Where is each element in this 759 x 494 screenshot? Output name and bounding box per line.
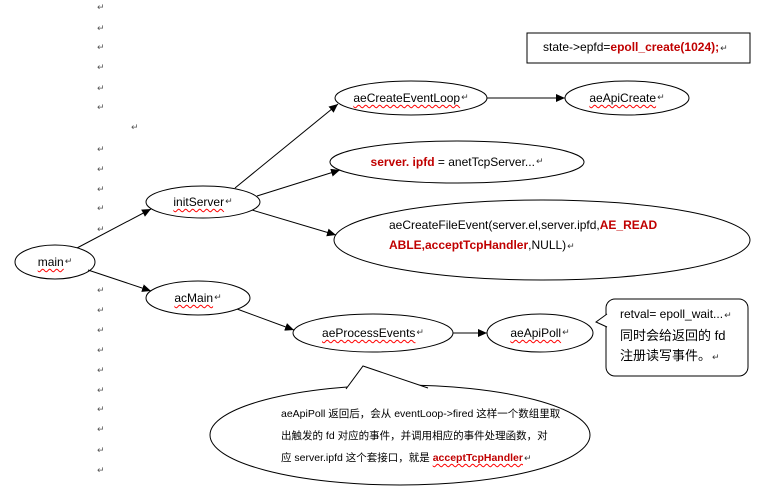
note-epoll-wait-line1: retval= epoll_wait...↵ bbox=[620, 307, 732, 323]
paragraph-mark: ↵ bbox=[97, 84, 105, 94]
paragraph-mark: ↵ bbox=[562, 328, 570, 338]
paragraph-mark: ↵ bbox=[523, 454, 532, 464]
node-ae-create-file-event-line2-highlight: ABLE,acceptTcpHandler bbox=[389, 238, 529, 252]
node-init-server-shape bbox=[145, 185, 261, 219]
paragraph-mark: ↵ bbox=[567, 242, 575, 252]
paragraph-mark: ↵ bbox=[97, 425, 105, 435]
arrow-init-server-to-ae-create-file-event bbox=[251, 209, 337, 237]
paragraph-mark: ↵ bbox=[97, 3, 105, 13]
node-init-server-text: initServer bbox=[173, 195, 225, 209]
paragraph-mark: ↵ bbox=[97, 24, 105, 34]
paragraph-mark: ↵ bbox=[97, 326, 105, 336]
node-ae-process-events-label: aeProcessEvents↵ bbox=[293, 314, 453, 352]
paragraph-mark: ↵ bbox=[97, 204, 105, 214]
note-ae-api-poll-explain-line2-text: 出触发的 fd 对应的事件，并调用相应的事件处理函数，对 bbox=[281, 430, 548, 442]
note-epoll-wait-line3-text: 注册读写事件。 bbox=[620, 348, 712, 363]
note-epoll-wait-line2-text: 同时会给返回的 fd bbox=[620, 328, 726, 343]
paragraph-mark: ↵ bbox=[97, 346, 105, 356]
node-init-server-label: initServer↵ bbox=[146, 186, 260, 218]
paragraph-mark: ↵ bbox=[416, 328, 424, 338]
node-ac-main-label: acMain↵ bbox=[146, 281, 250, 315]
note-ae-api-poll-explain-line3-text: 应 server.ipfd 这个套接口，就是 bbox=[281, 452, 433, 464]
note-epoll-wait-line2: 同时会给返回的 fd bbox=[620, 328, 725, 343]
paragraph-mark: ↵ bbox=[712, 353, 720, 363]
arrow-main-to-init-server bbox=[76, 208, 152, 249]
note-epoll-create-text: state->epfd=epoll_create(1024);↵ bbox=[543, 40, 728, 56]
node-ae-create-file-event-line2-text: ,NULL) bbox=[528, 238, 567, 252]
paragraph-mark: ↵ bbox=[535, 157, 544, 167]
paragraph-mark: ↵ bbox=[97, 165, 105, 175]
note-epoll-wait-callout-tail bbox=[595, 313, 608, 328]
paragraph-mark: ↵ bbox=[97, 446, 105, 456]
node-ac-main-shape bbox=[145, 280, 251, 316]
node-main-shape bbox=[14, 244, 96, 280]
paragraph-mark: ↵ bbox=[97, 405, 105, 415]
note-ae-api-poll-explain-line1: aeApiPoll 返回后，会从 eventLoop->fired 这样一个数组… bbox=[281, 408, 560, 421]
paragraph-mark: ↵ bbox=[131, 123, 139, 133]
node-ae-create-file-event-shape bbox=[333, 199, 751, 281]
paragraph-mark: ↵ bbox=[97, 386, 105, 396]
node-main-text: main bbox=[37, 255, 64, 269]
node-ae-api-create-label: aeApiCreate↵ bbox=[565, 81, 689, 115]
paragraph-mark: ↵ bbox=[97, 103, 105, 113]
paragraph-mark: ↵ bbox=[97, 145, 105, 155]
note-ae-api-poll-explain-line2: 出触发的 fd 对应的事件，并调用相应的事件处理函数，对 bbox=[281, 430, 548, 443]
note-ae-api-poll-explain-line3-highlight: acceptTcpHandler bbox=[432, 452, 523, 464]
node-ae-create-event-loop-label: aeCreateEventLoop↵ bbox=[335, 81, 487, 115]
note-epoll-create-plain: state->epfd= bbox=[543, 40, 611, 54]
paragraph-mark: ↵ bbox=[97, 185, 105, 195]
paragraph-mark: ↵ bbox=[225, 197, 233, 207]
paragraph-mark: ↵ bbox=[724, 311, 732, 321]
node-server-ipfd-rest: = anetTcpServer... bbox=[434, 155, 535, 169]
node-ae-create-file-event-line2: ABLE,acceptTcpHandler,NULL)↵ bbox=[389, 238, 575, 254]
note-epoll-create-box bbox=[526, 32, 751, 64]
note-ae-api-poll-explain-line1-text: aeApiPoll 返回后，会从 eventLoop->fired 这样一个数组… bbox=[281, 408, 561, 420]
paragraph-mark: ↵ bbox=[64, 257, 73, 267]
paragraph-mark: ↵ bbox=[720, 44, 728, 54]
node-ae-create-file-event-line1-highlight: AE_READ bbox=[599, 218, 658, 232]
paragraph-mark: ↵ bbox=[657, 93, 665, 103]
note-ae-api-poll-explain-line3: 应 server.ipfd 这个套接口，就是 acceptTcpHandler↵ bbox=[281, 452, 532, 466]
note-epoll-wait-callout bbox=[605, 298, 749, 377]
node-server-ipfd-label: server. ipfd = anetTcpServer...↵ bbox=[330, 141, 584, 183]
paragraph-mark: ↵ bbox=[461, 93, 469, 103]
paragraph-mark: ↵ bbox=[97, 306, 105, 316]
note-ae-api-poll-explain-tail bbox=[345, 365, 429, 390]
arrow-ac-main-to-ae-process-events bbox=[236, 308, 295, 331]
note-epoll-wait-line1-text: retval= epoll_wait... bbox=[620, 307, 724, 321]
node-server-ipfd-shape bbox=[329, 140, 585, 184]
paragraph-mark: ↵ bbox=[97, 63, 105, 73]
note-epoll-create-highlight: epoll_create(1024); bbox=[610, 40, 720, 54]
paragraph-mark: ↵ bbox=[97, 43, 105, 53]
note-epoll-wait-line3: 注册读写事件。↵ bbox=[620, 348, 720, 366]
node-server-ipfd-highlight: server. ipfd bbox=[370, 155, 435, 169]
node-ae-create-file-event-line1-text: aeCreateFileEvent(server.el,server.ipfd, bbox=[389, 218, 600, 232]
paragraph-mark: ↵ bbox=[214, 293, 222, 303]
paragraph-mark: ↵ bbox=[97, 466, 105, 476]
node-ae-api-create-text: aeApiCreate bbox=[589, 91, 657, 105]
arrow-init-server-to-server-ipfd bbox=[256, 168, 341, 197]
node-ae-api-poll-label: aeApiPoll↵ bbox=[487, 314, 593, 352]
node-ae-create-file-event-line1: aeCreateFileEvent(server.el,server.ipfd,… bbox=[389, 218, 657, 232]
node-main-label: main↵ bbox=[15, 245, 95, 279]
node-ac-main-text: acMain bbox=[174, 291, 214, 305]
arrow-init-server-to-ae-create-event-loop bbox=[234, 103, 339, 189]
node-ae-api-poll-text: aeApiPoll bbox=[510, 326, 562, 340]
paragraph-mark: ↵ bbox=[97, 286, 105, 296]
arrow-main-to-ac-main bbox=[87, 269, 152, 292]
paragraph-mark: ↵ bbox=[97, 225, 105, 235]
node-ae-create-event-loop-text: aeCreateEventLoop bbox=[353, 91, 461, 105]
node-ae-process-events-text: aeProcessEvents bbox=[322, 326, 416, 340]
paragraph-mark: ↵ bbox=[97, 366, 105, 376]
